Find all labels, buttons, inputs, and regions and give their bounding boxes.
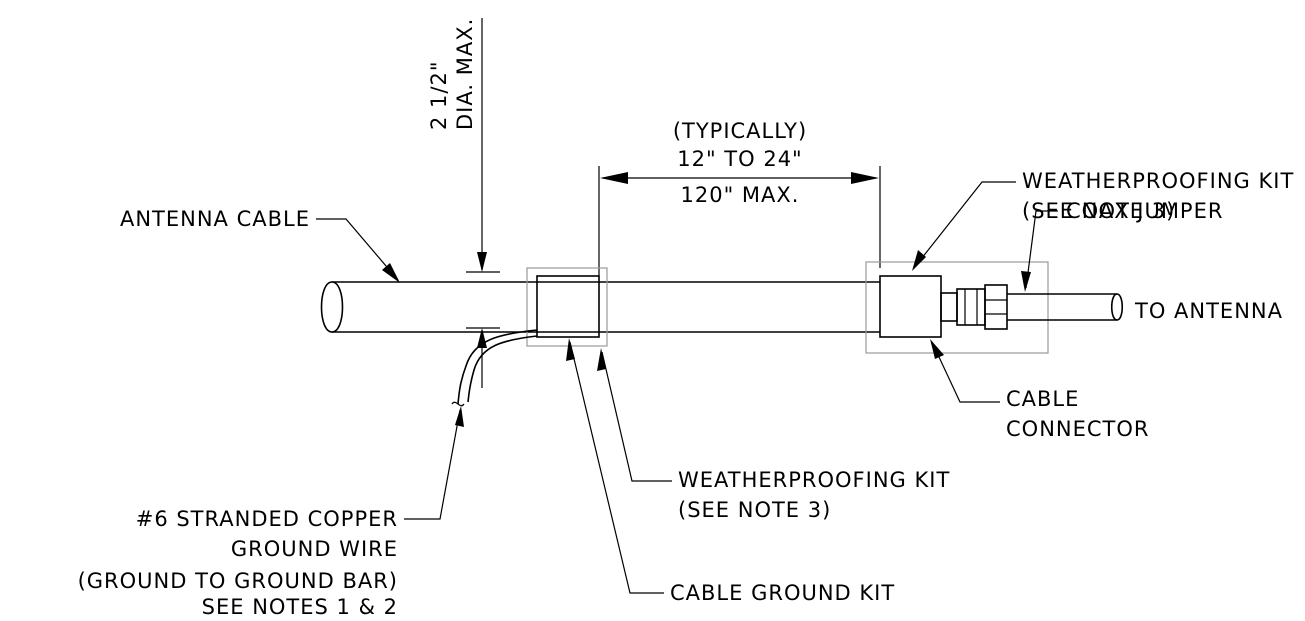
leader-antenna-cable <box>316 218 399 281</box>
arrow-ground-wire <box>455 406 464 427</box>
weatherproofing-kit-connector <box>879 275 942 338</box>
spacing-label-line3: 120" MAX. <box>681 183 800 207</box>
ground-wire <box>451 329 538 407</box>
arrow-wpk-bottom <box>597 348 606 371</box>
diameter-arrow-top <box>477 252 487 272</box>
label-wpk-bottom-line1: WEATHERPROOFING KIT <box>678 468 950 492</box>
ground-wire-inner <box>467 335 538 403</box>
antenna-cable <box>320 281 880 333</box>
label-wpk-bottom-line2: (SEE NOTE 3) <box>678 498 831 522</box>
label-wpk-top-line1: WEATHERPROOFING KIT <box>1022 169 1294 193</box>
label-ground-wire-line3: (GROUND TO GROUND BAR) <box>78 569 398 593</box>
spacing-label-line2: 12" TO 24" <box>677 147 802 171</box>
diameter-label-line1: 2 1/2" <box>427 61 451 131</box>
leader-cable-ground-kit <box>569 341 664 594</box>
connector-highlight-box <box>865 261 1049 354</box>
leader-cable-connector <box>931 341 1000 403</box>
cable-connector-body <box>940 292 958 322</box>
arrow-cable-ground-kit <box>566 338 575 361</box>
ground-wire-outer <box>457 329 538 405</box>
cable-end-break <box>320 281 344 333</box>
spacing-arrow-left <box>600 172 628 184</box>
label-antenna-cable: ANTENNA CABLE <box>120 207 310 231</box>
coax-jumper <box>1007 293 1124 321</box>
leader-ground-wire <box>404 409 461 520</box>
arrow-coax-jumper <box>1021 271 1031 292</box>
ground-kit-highlight-box <box>526 267 608 347</box>
leader-wpk-top <box>913 181 1016 269</box>
cable-connector-nut <box>956 288 986 326</box>
arrow-antenna-cable <box>382 263 400 283</box>
jumper-end-break <box>1110 293 1124 321</box>
diameter-label-line2: DIA. MAX. <box>453 18 477 130</box>
leader-coax-jumper <box>1025 210 1058 289</box>
label-coax-jumper: COAX JUMPER <box>1066 199 1223 223</box>
cable-ground-kit <box>536 275 600 338</box>
ground-wire-break <box>451 401 465 407</box>
spacing-label-line1: (TYPICALLY) <box>673 119 807 143</box>
label-ground-wire-line1: #6 STRANDED COPPER <box>136 507 398 531</box>
label-ground-wire-line2: GROUND WIRE <box>231 537 398 561</box>
label-ground-wire-line4: SEE NOTES 1 & 2 <box>202 595 398 619</box>
label-cable-connector-line2: CONNECTOR <box>1006 417 1150 441</box>
leader-wpk-bottom <box>601 351 672 482</box>
spacing-dimension: (TYPICALLY) 12" TO 24" 120" MAX. <box>598 119 881 276</box>
label-wpk-top-line2: (SEE NOTE 3) <box>1022 199 1175 223</box>
spacing-arrow-right <box>851 172 879 184</box>
label-to-antenna: TO ANTENNA <box>1134 299 1283 323</box>
arrow-cable-connector <box>930 339 944 359</box>
leaders <box>316 181 1058 594</box>
diameter-dimension: 2 1/2" DIA. MAX. <box>427 18 500 388</box>
label-cable-ground-kit: CABLE GROUND KIT <box>670 581 895 605</box>
label-cable-connector-line1: CABLE <box>1006 387 1079 411</box>
arrow-wpk-top <box>912 250 926 271</box>
cable-connector-hex <box>984 284 1008 330</box>
